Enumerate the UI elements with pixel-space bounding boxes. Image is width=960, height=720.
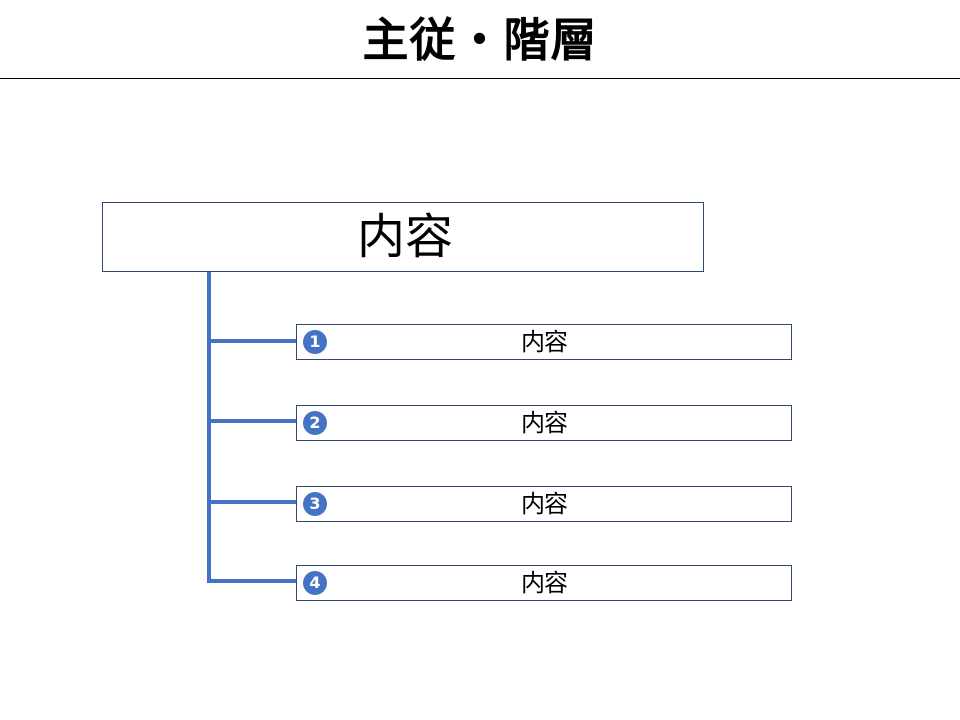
connector-branch-1 [207,339,297,343]
slide-title: 主従・階層 [362,13,598,67]
child-box-4: 4 内容 [296,565,792,601]
parent-box: 内容 [102,202,704,272]
number-badge-icon: 3 [303,492,327,516]
number-badge-icon: 1 [303,330,327,354]
parent-box-label: 内容 [356,209,453,265]
child-box-label: 内容 [521,569,568,597]
child-box-label: 内容 [521,328,568,356]
child-box-1: 1 内容 [296,324,792,360]
connector-branch-3 [207,500,297,504]
connector-branch-4 [207,579,297,583]
child-box-2: 2 内容 [296,405,792,441]
child-box-label: 内容 [521,490,568,518]
number-badge-icon: 4 [303,571,327,595]
connector-branch-2 [207,419,297,423]
title-divider [0,78,960,79]
connector-trunk [207,272,211,583]
number-badge-icon: 2 [303,411,327,435]
child-box-label: 内容 [521,409,568,437]
child-box-3: 3 内容 [296,486,792,522]
